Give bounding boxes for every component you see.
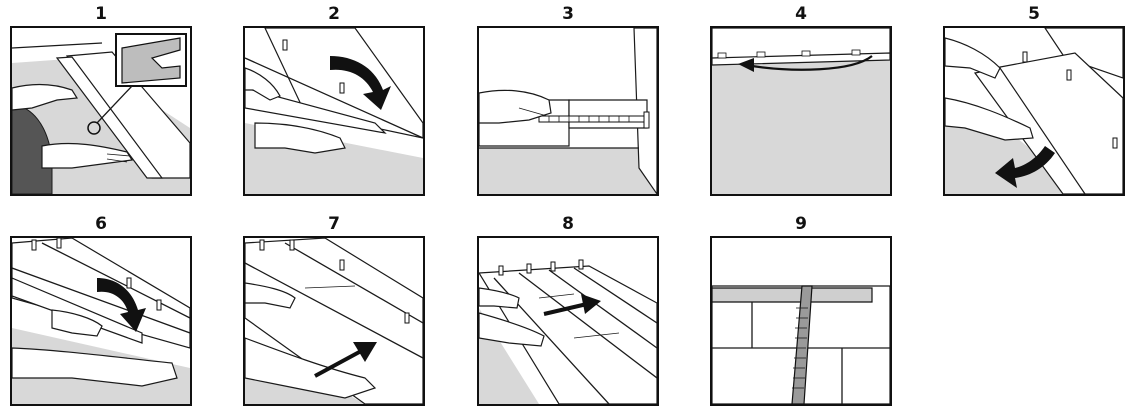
step-5-drawing bbox=[945, 28, 1123, 194]
step-9-drawing bbox=[712, 285, 890, 404]
left-hand bbox=[245, 67, 281, 101]
push-arrow-icon bbox=[353, 342, 377, 362]
lower-hand bbox=[479, 312, 545, 347]
step-2-drawing bbox=[245, 28, 423, 194]
step-1-drawing bbox=[12, 33, 190, 194]
installed-planks bbox=[245, 238, 423, 404]
hand-with-pencil bbox=[479, 89, 552, 124]
rotate-down-arrow bbox=[330, 56, 391, 110]
floor-plank-edge bbox=[55, 56, 164, 179]
arrow-curve bbox=[751, 55, 873, 71]
rotate-down-arrow bbox=[97, 278, 146, 332]
wall-strip bbox=[712, 287, 873, 303]
floor-area bbox=[479, 148, 657, 194]
measuring-tape bbox=[538, 115, 645, 123]
lower-hand bbox=[41, 142, 134, 169]
lower-hand bbox=[12, 347, 178, 387]
right-hand bbox=[254, 122, 346, 154]
zoom-circle bbox=[87, 121, 101, 135]
upper-hand bbox=[945, 37, 1001, 79]
rotate-down-arrow bbox=[995, 146, 1055, 188]
step-6-drawing bbox=[12, 238, 190, 404]
step-1-illustration bbox=[10, 26, 192, 196]
step-2-illustration bbox=[243, 26, 425, 196]
step-9-illustration bbox=[710, 236, 892, 406]
upper-hand bbox=[51, 309, 103, 337]
step-4-drawing bbox=[712, 28, 890, 194]
first-row-plank bbox=[712, 52, 890, 66]
step-number: 2 bbox=[328, 4, 340, 24]
step-number: 4 bbox=[795, 4, 807, 24]
arrow-left-icon bbox=[738, 58, 754, 72]
step-number: 8 bbox=[562, 214, 574, 234]
lower-hand bbox=[945, 97, 1034, 141]
step-4-illustration bbox=[710, 26, 892, 196]
step-number: 1 bbox=[95, 4, 107, 24]
step-6-illustration bbox=[10, 236, 192, 406]
step-7-illustration bbox=[243, 236, 425, 406]
new-plank-tilted bbox=[245, 87, 387, 134]
installed-planks bbox=[479, 265, 657, 404]
step-number: 6 bbox=[95, 214, 107, 234]
step-number: 9 bbox=[795, 214, 807, 234]
step-number: 7 bbox=[328, 214, 340, 234]
new-plank-tilted bbox=[12, 277, 143, 344]
installed-planks bbox=[12, 238, 190, 349]
tapping-block bbox=[791, 285, 813, 404]
installed-row bbox=[568, 99, 648, 129]
step-number: 3 bbox=[562, 4, 574, 24]
step-3-drawing bbox=[479, 28, 657, 194]
floor-area bbox=[712, 58, 890, 194]
step-8-drawing bbox=[479, 259, 657, 404]
plank-profile-detail bbox=[121, 37, 181, 84]
push-right-arrow-icon bbox=[581, 294, 601, 314]
upper-hand bbox=[245, 282, 296, 309]
step-3-illustration bbox=[477, 26, 659, 196]
step-7-drawing bbox=[245, 238, 423, 404]
step-8-illustration bbox=[477, 236, 659, 406]
upper-hand bbox=[12, 83, 79, 111]
step-5-illustration bbox=[943, 26, 1125, 196]
upper-hand bbox=[479, 287, 520, 309]
back-wall bbox=[1044, 28, 1123, 79]
step-number: 5 bbox=[1028, 4, 1040, 24]
